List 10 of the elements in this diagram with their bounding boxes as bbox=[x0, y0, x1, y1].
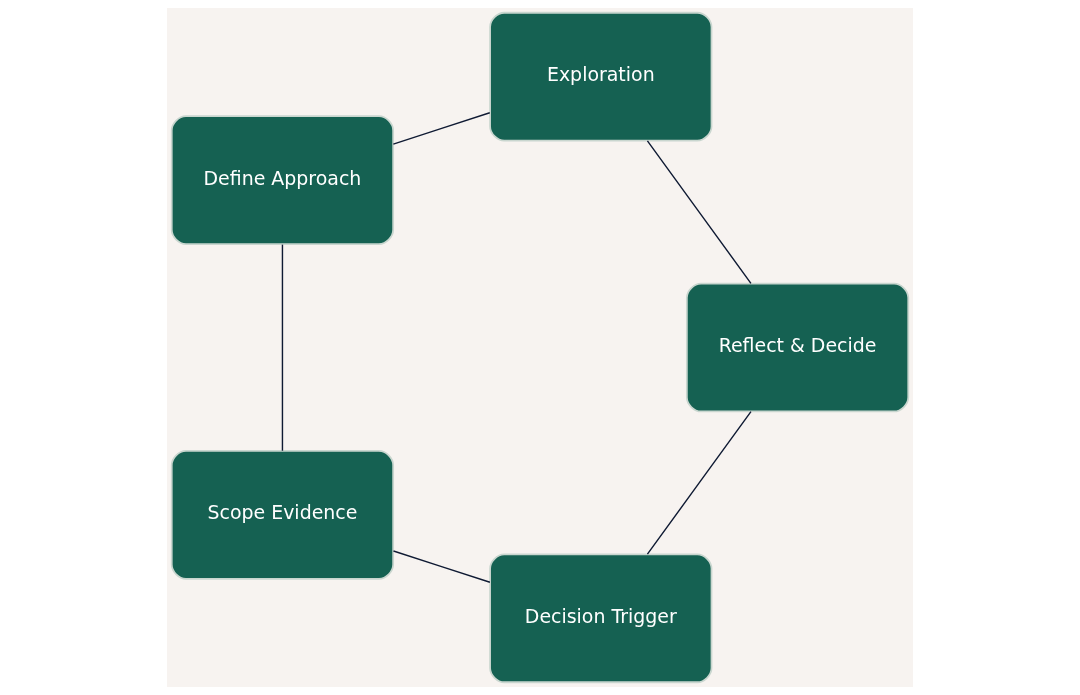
connector bbox=[281, 243, 284, 452]
connector bbox=[646, 140, 752, 285]
connector bbox=[646, 410, 752, 555]
node-box: Reflect & Decide bbox=[685, 282, 910, 413]
connector bbox=[392, 550, 491, 583]
node-box: Scope Evidence bbox=[170, 450, 395, 580]
node-box: Exploration bbox=[489, 11, 713, 142]
node-box: Decision Trigger bbox=[489, 553, 713, 684]
connector bbox=[392, 112, 491, 145]
node-box: Define Approach bbox=[170, 115, 395, 245]
